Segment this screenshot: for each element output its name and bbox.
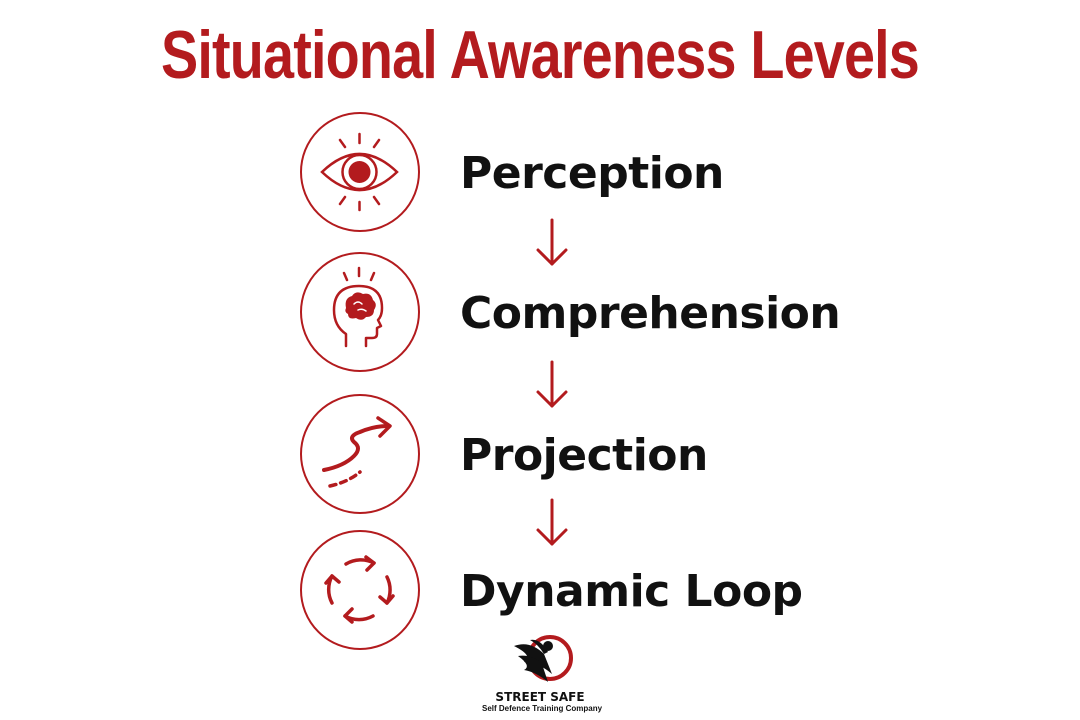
street-safe-logo: STREET SAFE Self Defence Training Compan…: [482, 632, 603, 718]
head-brain-icon-circle: [300, 252, 420, 372]
arrow-down-icon: [536, 218, 568, 266]
cycle-arrows-icon: [324, 555, 395, 624]
step-label: Projection: [460, 430, 708, 481]
step-comprehension: Comprehension: [300, 252, 900, 376]
step-label: Dynamic Loop: [460, 566, 803, 617]
cycle-arrows-icon-circle: [300, 530, 420, 650]
eye-icon: [320, 132, 399, 212]
page-title: Situational Awareness Levels: [160, 17, 920, 93]
eye-icon-circle: [300, 112, 420, 232]
winding-path-arrow-icon: [322, 416, 392, 488]
logo-brand-name: STREET SAFE: [495, 690, 585, 704]
step-projection: Projection: [300, 394, 900, 518]
logo-tagline: Self Defence Training Company: [482, 704, 603, 713]
arrow-down-icon: [536, 360, 568, 408]
winding-path-arrow-icon-circle: [300, 394, 420, 514]
arrow-down-icon: [536, 498, 568, 546]
step-perception: Perception: [300, 112, 900, 236]
step-label: Comprehension: [460, 288, 841, 339]
step-label: Perception: [460, 148, 724, 199]
step-dynamic-loop: Dynamic Loop: [300, 530, 900, 654]
street-safe-logo-icon: [514, 635, 573, 682]
head-brain-icon: [332, 266, 384, 348]
